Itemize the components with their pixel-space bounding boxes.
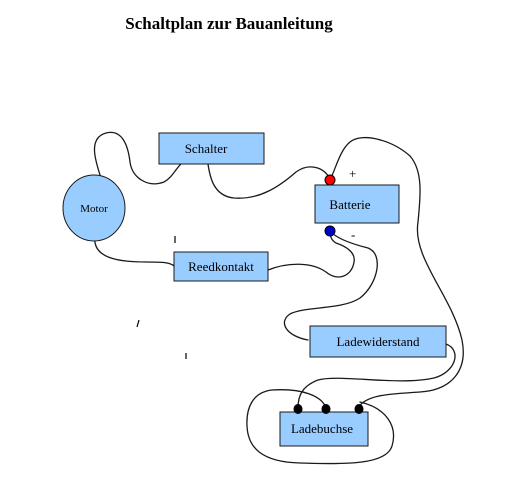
schalter-component <box>158 132 265 165</box>
ladewiderstand-component <box>309 325 447 358</box>
ladebuchse-label: Ladebuchse <box>291 421 353 436</box>
reedkontakt-component <box>173 251 269 282</box>
batterie-plus-terminal <box>324 174 336 186</box>
wire-schalter-batterie <box>207 163 331 199</box>
ladebuchse-component <box>279 411 369 447</box>
wire-ladebuchse-loop <box>246 389 395 465</box>
batterie-label: Batterie <box>329 197 370 212</box>
ladebuchse-pin-middle <box>321 404 331 414</box>
schalter-label: Schalter <box>185 141 228 156</box>
motor-component <box>62 174 126 242</box>
wire-batterie-plus-ladebuchse <box>329 136 464 409</box>
diagram-title: Schaltplan zur Bauanleitung <box>125 14 333 33</box>
ladebuchse-pin-right <box>354 404 364 414</box>
ladewiderstand-label: Ladewiderstand <box>336 334 420 349</box>
batterie-minus-terminal <box>324 225 336 237</box>
stray-mark-2 <box>136 319 140 328</box>
wire-reedkontakt-batterie-minus <box>267 230 355 278</box>
plus-sign: + <box>349 166 356 181</box>
batterie-component <box>314 184 400 224</box>
ladebuchse-pin-left <box>293 404 303 414</box>
motor-label: Motor <box>80 203 108 215</box>
wire-motor-schalter <box>93 131 183 185</box>
wire-batterie-minus-ladewiderstand <box>283 230 378 341</box>
reedkontakt-label: Reedkontakt <box>188 259 254 274</box>
wire-ladewiderstand-ladebuchse <box>297 343 456 409</box>
minus-sign: - <box>351 227 355 242</box>
wire-motor-reedkontakt <box>94 235 175 267</box>
